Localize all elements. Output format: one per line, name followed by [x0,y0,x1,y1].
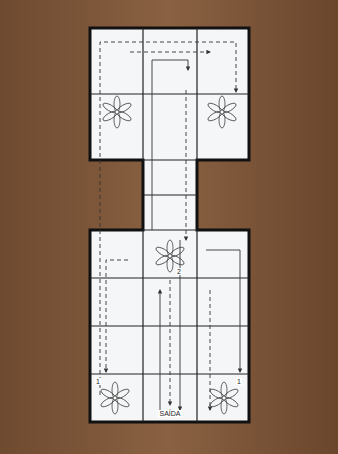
exit-label: SAÍDA [158,410,181,417]
fan-number: 1 [95,378,101,385]
fan-number: 1 [236,378,242,385]
fan-number: 2 [176,268,182,275]
